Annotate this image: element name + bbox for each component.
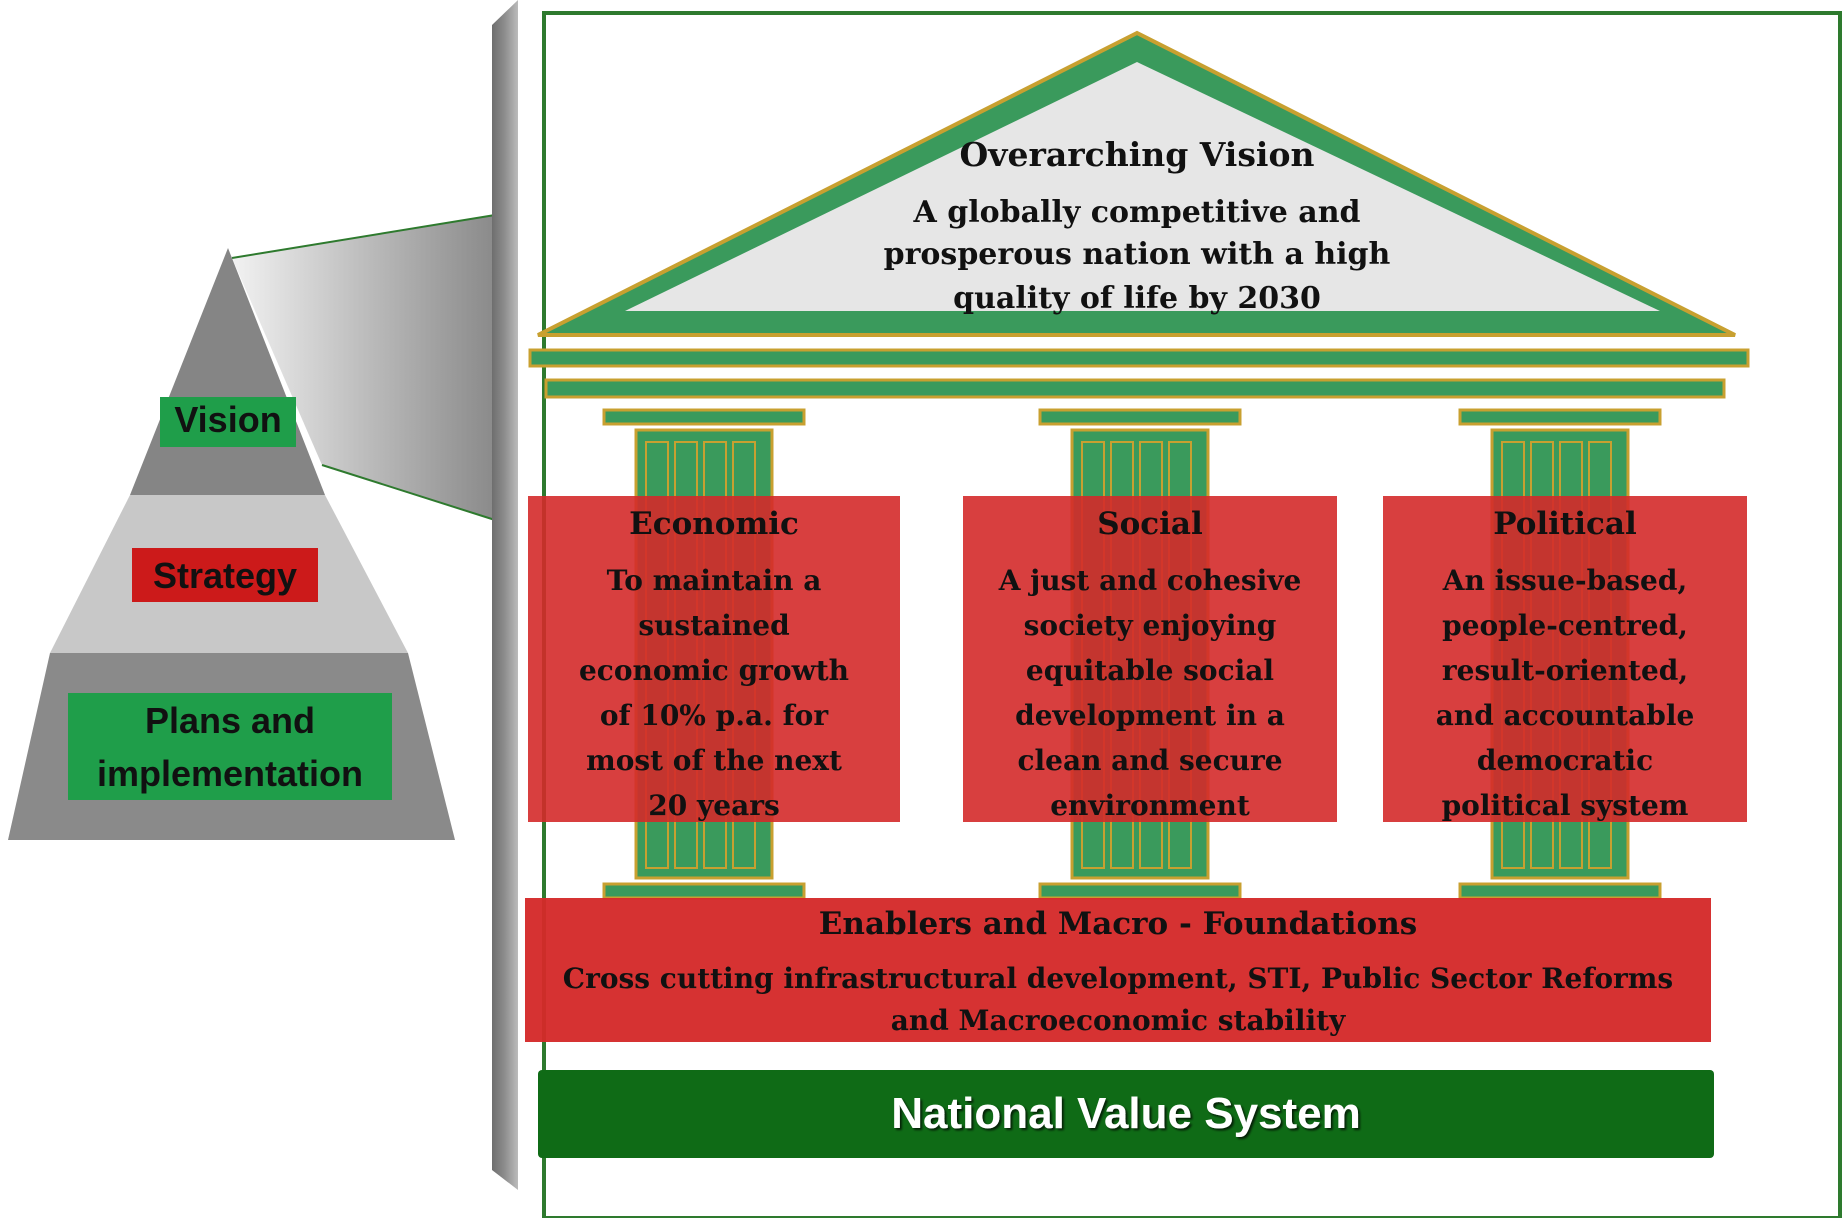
foundation: National Value System	[538, 1070, 1714, 1158]
pillar-text-line: equitable social	[1026, 654, 1274, 687]
zoom-beam	[232, 215, 495, 520]
pillar-title: Social	[1097, 506, 1203, 542]
enablers-line1: Cross cutting infrastructural developmen…	[563, 962, 1673, 995]
pillar-text-line: A just and cohesive	[998, 564, 1302, 597]
pyramid: Vision Strategy Plans and implementation	[8, 248, 455, 840]
pillar-political: Political An issue-based, people-centred, r…	[1383, 496, 1747, 822]
pillar-base	[1038, 882, 1242, 900]
pillar-social: Social A just and cohesive society enjoyin…	[963, 496, 1337, 822]
pillar-text-line: and accountable	[1436, 699, 1695, 732]
enablers-title: Enablers and Macro - Foundations	[819, 906, 1417, 942]
pillar-title: Economic	[629, 506, 799, 542]
foundation-box	[538, 1070, 1714, 1158]
pillar-box	[528, 496, 900, 822]
roof-title: Overarching Vision	[960, 135, 1315, 174]
pillar-text-line: of 10% p.a. for	[600, 699, 829, 732]
pillar-text-line: 20 years	[648, 789, 779, 822]
pillar-text-line: economic growth	[579, 654, 849, 687]
beam-bottom-edge	[321, 464, 496, 521]
enablers-box	[525, 898, 1711, 1042]
roof-line3: quality of life by 2030	[953, 281, 1321, 316]
plans-label-bg	[68, 693, 392, 800]
enablers-line2: and Macroeconomic stability	[891, 1004, 1346, 1037]
entablature-bottom	[544, 378, 1726, 399]
side-panel	[492, 0, 518, 1190]
pillar-text-line: democratic	[1477, 744, 1653, 777]
vision-label: Vision	[174, 399, 281, 440]
pillar-capital	[602, 408, 806, 426]
vision-label-bg	[160, 397, 296, 447]
pillar-text-line: sustained	[638, 609, 789, 642]
pillar-title: Political	[1493, 506, 1637, 542]
pillar-capital	[1458, 408, 1662, 426]
pillar-text-line: development in a	[1015, 699, 1285, 732]
pillar-box	[1383, 496, 1747, 822]
pillar-text-line: people-centred,	[1442, 609, 1688, 642]
plans-label-line2: implementation	[97, 753, 363, 794]
roof-line2: prosperous nation with a high	[884, 237, 1391, 272]
strategy-label-bg	[132, 548, 318, 602]
plans-label-line1: Plans and	[145, 700, 315, 741]
pillar-text-line: society enjoying	[1024, 609, 1277, 642]
pillar-text-line: clean and secure	[1017, 744, 1282, 777]
strategy-label: Strategy	[153, 555, 297, 596]
pillar-text-line: political system	[1442, 789, 1689, 822]
pillar-economic: Economic To maintain a sustained economic g…	[528, 496, 900, 822]
enablers: Enablers and Macro - Foundations Cross c…	[525, 898, 1711, 1042]
pillar-base	[1458, 882, 1662, 900]
roof: Overarching Vision A globally competitiv…	[537, 30, 1736, 337]
pillar-text-line: To maintain a	[607, 564, 822, 597]
pillar-base	[602, 882, 806, 900]
pillar-boxes: Economic To maintain a sustained economic g…	[528, 496, 1747, 822]
pillar-text-line: An issue-based,	[1442, 564, 1687, 597]
foundation-label: National Value System	[891, 1089, 1361, 1138]
pillar-text-line: result-oriented,	[1442, 654, 1688, 687]
entablature-top	[528, 348, 1750, 368]
roof-line1: A globally competitive and	[913, 195, 1361, 230]
pillar-text-line: environment	[1050, 789, 1250, 822]
roof-inner	[625, 62, 1660, 311]
beam-top-edge	[231, 214, 496, 259]
pillar-capital	[1038, 408, 1242, 426]
pillar-box	[963, 496, 1337, 822]
pillar-text-line: most of the next	[586, 744, 842, 777]
